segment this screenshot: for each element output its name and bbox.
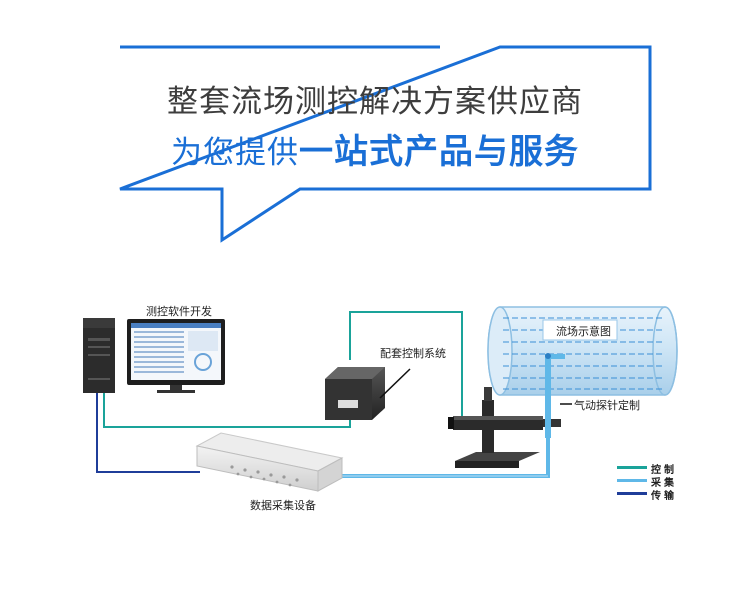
label-daq: 数据采集设备	[250, 499, 316, 512]
controller-pointer	[379, 368, 411, 399]
legend-label-transfer: 传输	[651, 491, 677, 502]
legend-swatch	[617, 479, 647, 482]
probe	[545, 353, 565, 438]
daq-device	[195, 432, 344, 492]
legend-swatch	[617, 466, 647, 469]
pc-tower	[83, 318, 115, 393]
legend	[617, 466, 647, 495]
headline-emphasis: 一站式产品与服务	[299, 132, 579, 172]
label-flow-diagram: 流场示意图	[556, 325, 611, 338]
probe-stand	[448, 387, 561, 468]
acquire-lines	[330, 436, 550, 478]
speech-bubble	[119, 45, 652, 243]
flow-tube	[487, 306, 678, 396]
legend-swatch	[617, 492, 647, 495]
headline-prefix: 为您提供	[171, 135, 299, 171]
label-probe: 气动探针定制	[574, 399, 640, 412]
controller-box	[325, 367, 385, 420]
legend-label-acquire: 采集	[651, 478, 677, 489]
transfer-lines	[96, 392, 200, 473]
headline-line-2: 为您提供一站式产品与服务	[0, 124, 750, 173]
label-software: 测控软件开发	[146, 305, 212, 318]
legend-label-control: 控制	[651, 465, 677, 476]
label-controller: 配套控制系统	[380, 347, 446, 360]
headline-line-1: 整套流场测控解决方案供应商	[167, 84, 583, 120]
monitor	[127, 319, 225, 393]
